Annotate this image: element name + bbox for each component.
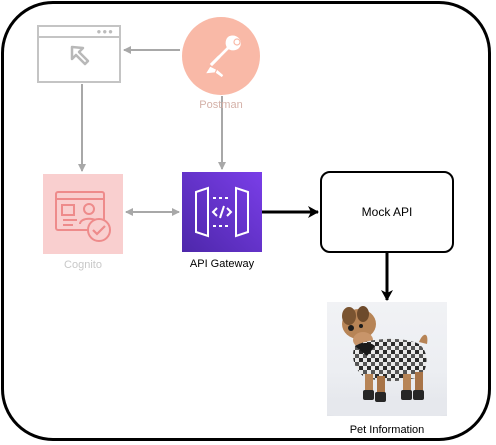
mock-api-node: Mock API: [320, 171, 454, 253]
browser-dots-icon: ●●●: [96, 27, 114, 36]
dog-photo: [327, 302, 447, 416]
cognito-icon: [43, 174, 123, 254]
api-gateway-icon: [182, 172, 262, 252]
postman-logo-icon: [182, 17, 260, 95]
browser-window-icon: ●●●: [37, 25, 121, 83]
cursor-arrow-icon: [70, 45, 90, 66]
cognito-id-card-icon: [55, 191, 111, 242]
postman-label: Postman: [199, 99, 243, 111]
browser-title-bar: [39, 36, 119, 38]
api-gateway-glyph-icon: [195, 186, 249, 238]
diagram-frame: [1, 1, 491, 441]
mock-api-label: Mock API: [361, 205, 413, 219]
cognito-label: Cognito: [64, 259, 102, 271]
pet-information-label: Pet Information: [349, 424, 425, 436]
api-gateway-label: API Gateway: [189, 258, 255, 270]
dog-in-coat-illustration: [327, 306, 447, 416]
